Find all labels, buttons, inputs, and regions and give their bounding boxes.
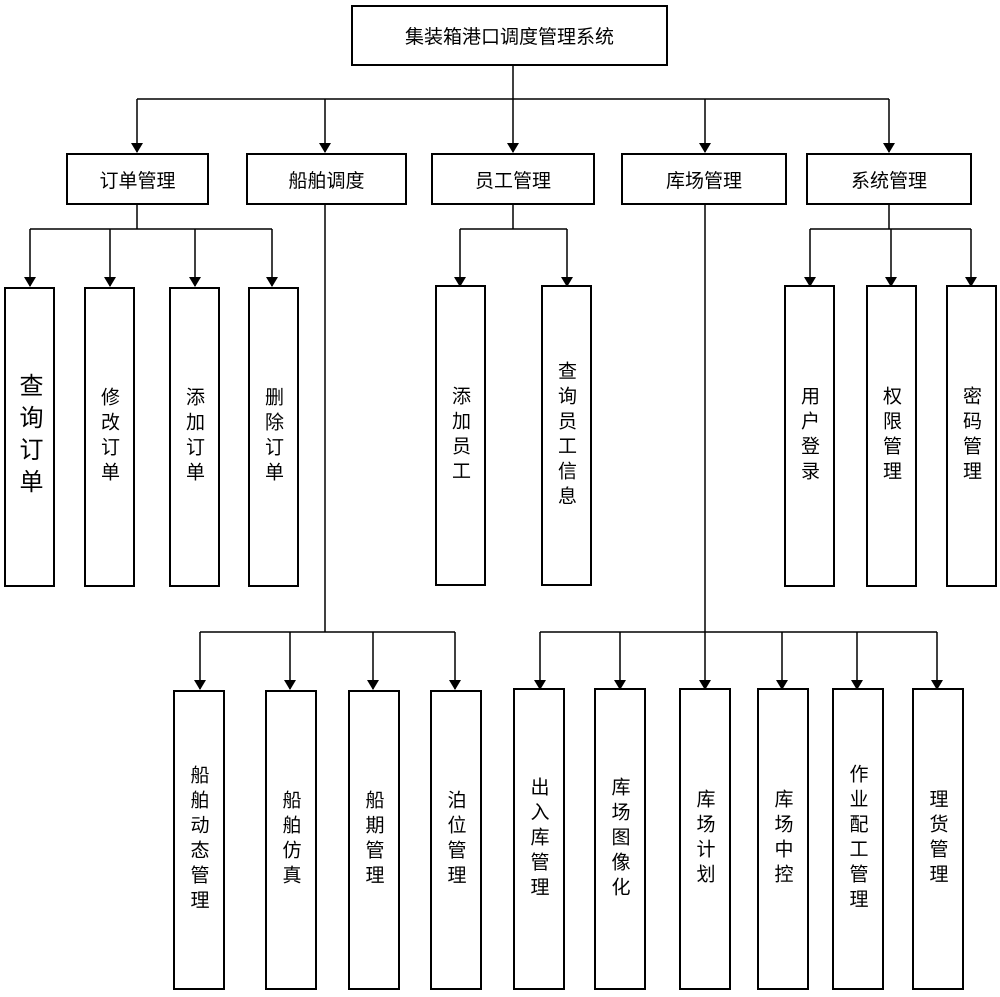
module-yard-management: 库场管理 <box>621 153 787 205</box>
module-ship-scheduling: 船舶调度 <box>246 153 407 205</box>
node-ship-schedule-management: 船期管理 <box>348 690 400 990</box>
node-ship-simulation: 船舶仿真 <box>265 690 317 990</box>
node-delete-order: 删除订单 <box>248 287 299 587</box>
node-add-order: 添加订单 <box>169 287 220 587</box>
node-yard-visualization: 库场图像化 <box>594 688 646 990</box>
module-system-management: 系统管理 <box>806 153 972 205</box>
node-work-assignment-management: 作业配工管理 <box>832 688 884 990</box>
node-password-management: 密码管理 <box>946 285 997 587</box>
node-add-staff: 添加员工 <box>435 285 486 586</box>
node-yard-central-control: 库场中控 <box>757 688 809 990</box>
node-user-login: 用户登录 <box>784 285 835 587</box>
module-order-management: 订单管理 <box>66 153 209 205</box>
node-in-out-storage-management: 出入库管理 <box>513 688 565 990</box>
node-berth-management: 泊位管理 <box>430 690 482 990</box>
node-query-staff-info: 查询员工信息 <box>541 285 592 586</box>
node-ship-dynamic-management: 船舶动态管理 <box>173 690 225 990</box>
node-tally-management: 理货管理 <box>912 688 964 990</box>
node-query-order: 查询订单 <box>4 287 55 587</box>
node-permission-management: 权限管理 <box>866 285 917 587</box>
module-staff-management: 员工管理 <box>431 153 595 205</box>
node-modify-order: 修改订单 <box>84 287 135 587</box>
root-node: 集装箱港口调度管理系统 <box>351 5 668 66</box>
node-yard-planning: 库场计划 <box>679 688 731 990</box>
